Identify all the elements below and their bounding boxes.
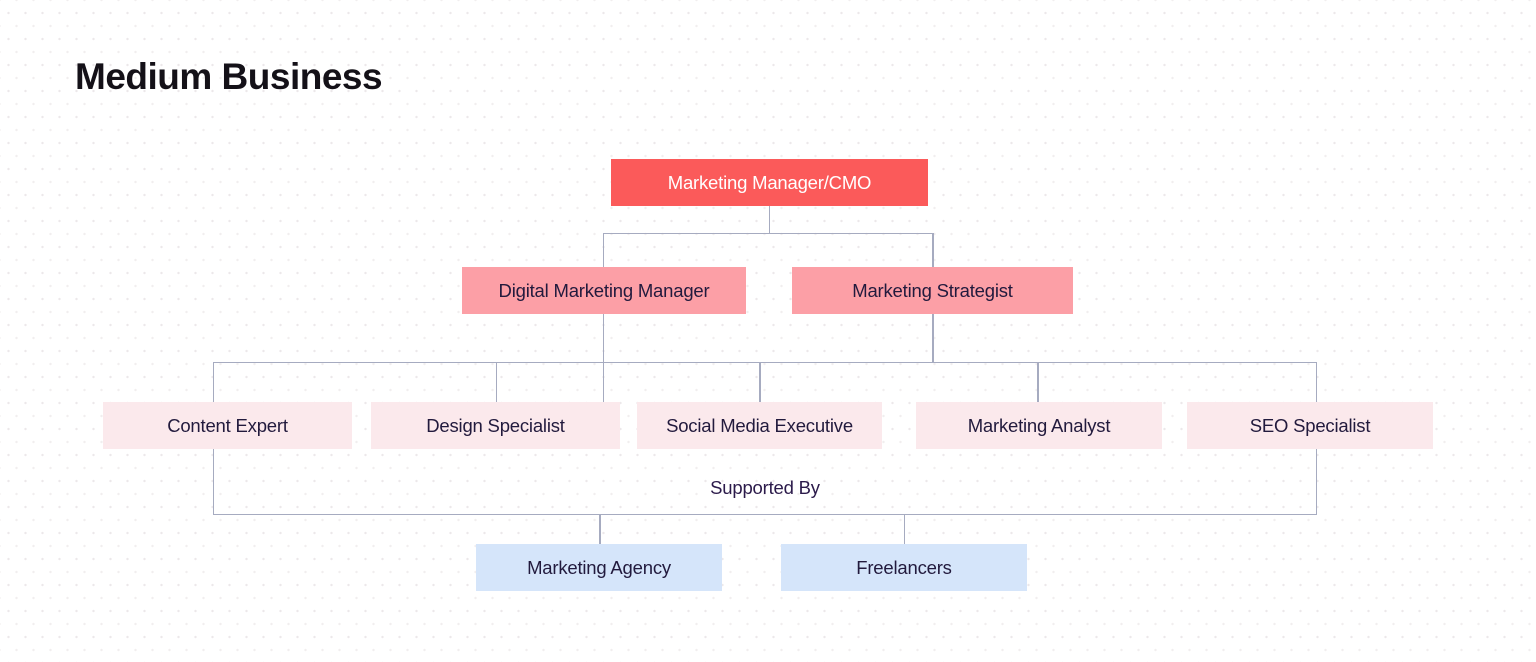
connector-design-specialist-drop [495,362,497,402]
connector-freelancers-drop [903,515,905,544]
node-social-media-executive: Social Media Executive [637,402,882,449]
connector-marketing-analyst-drop [1037,362,1039,402]
supported-by-label: Supported By [710,477,820,498]
connector-level2-bracket [602,232,934,234]
connector-dmm-drop [602,233,604,402]
page-title: Medium Business [75,56,383,97]
node-marketing-manager-cmo: Marketing Manager/CMO [611,159,928,206]
connector-social-media-drop [759,362,761,402]
node-seo-specialist: SEO Specialist [1187,402,1433,449]
node-content-expert: Content Expert [103,402,352,449]
node-design-specialist: Design Specialist [371,402,620,449]
node-marketing-agency: Marketing Agency [476,544,722,591]
node-marketing-strategist: Marketing Strategist [792,267,1073,314]
node-freelancers: Freelancers [781,544,1027,591]
connector-cmo-down [768,206,770,233]
connector-marketing-agency-drop [599,515,601,544]
node-marketing-analyst: Marketing Analyst [916,402,1162,449]
node-digital-marketing-manager: Digital Marketing Manager [462,267,746,314]
